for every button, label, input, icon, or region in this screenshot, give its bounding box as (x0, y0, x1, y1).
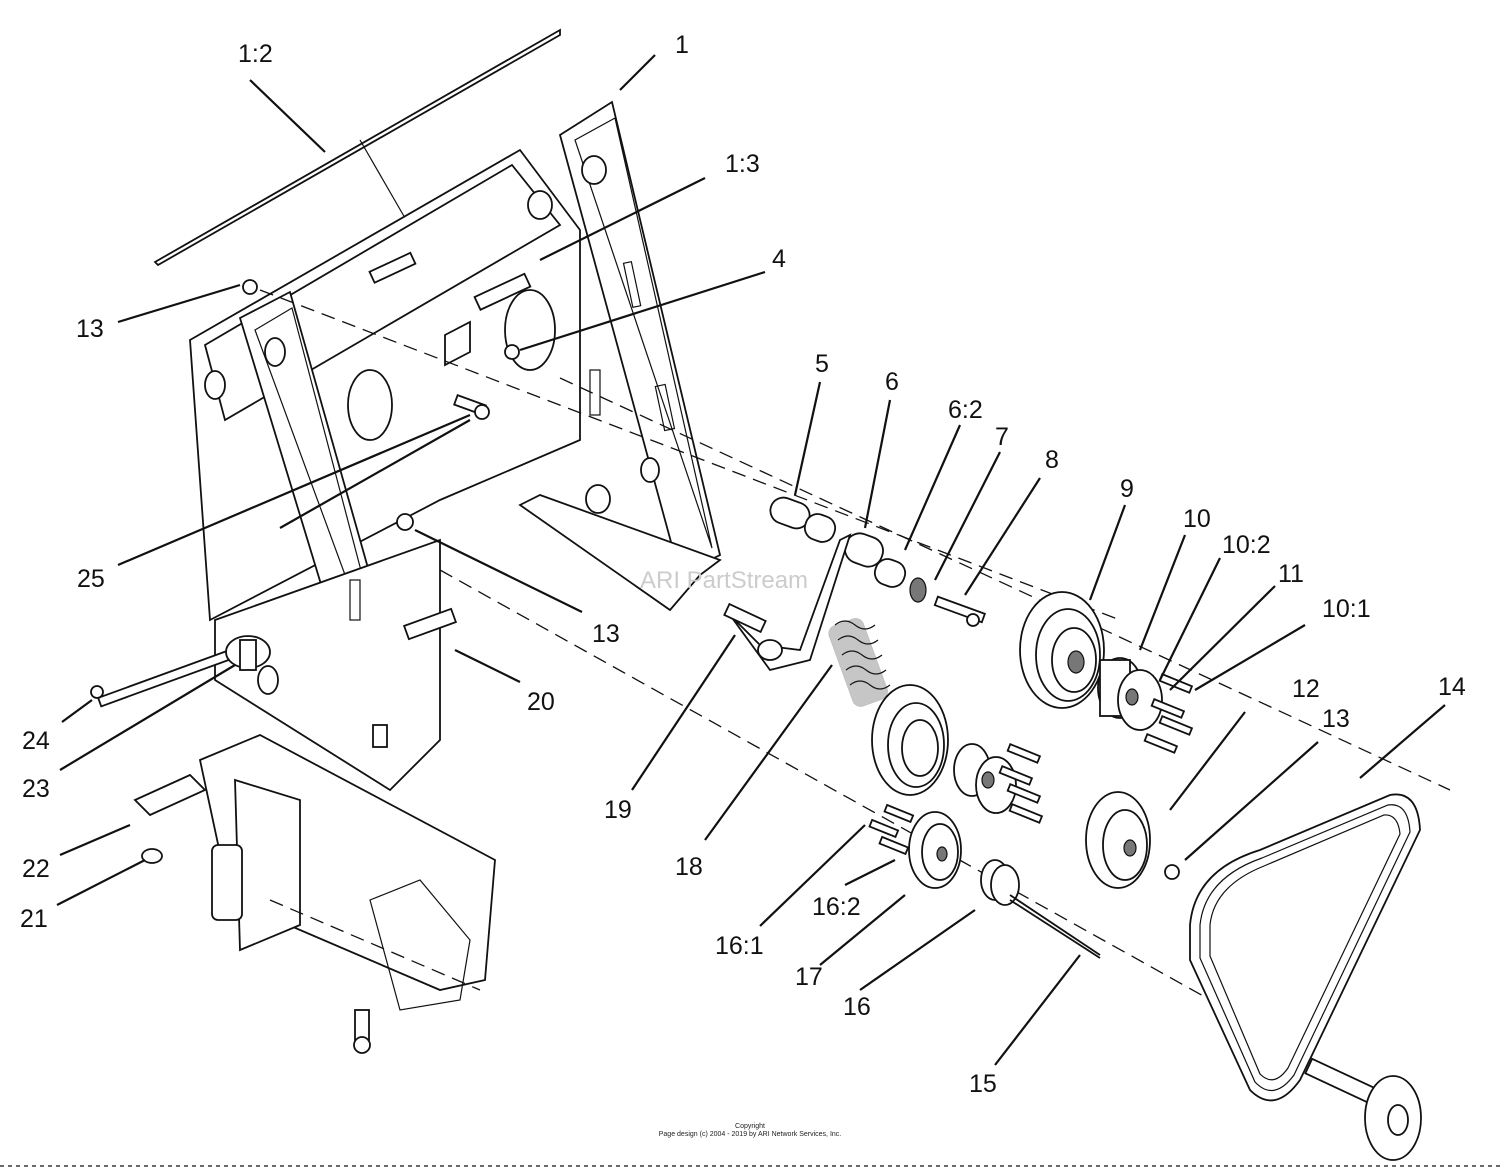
pulley-17 (908, 811, 1101, 959)
callout-13-mid: 13 (592, 620, 620, 648)
footer-copyright: Copyright (735, 1123, 765, 1130)
pulley-9 (1019, 591, 1163, 731)
callout-11: 11 (1278, 560, 1304, 588)
callout-8: 8 (1045, 446, 1059, 474)
screws (868, 673, 1194, 856)
callout-labels: 1:2 1 1:3 4 13 5 6 6:2 7 8 9 10 10:2 11 … (20, 31, 1466, 1098)
callout-19: 19 (604, 796, 632, 824)
callout-16: 16 (843, 993, 871, 1021)
watermark-text: ARI PartStream (640, 567, 808, 594)
callout-10-2: 10:2 (1222, 531, 1271, 559)
pulley-12 (1085, 791, 1180, 889)
callout-20: 20 (527, 688, 555, 716)
callout-16-2: 16:2 (812, 893, 861, 921)
callout-17: 17 (795, 963, 823, 991)
callout-1-3: 1:3 (725, 150, 760, 178)
callout-5: 5 (815, 350, 829, 378)
callout-10-1: 10:1 (1322, 595, 1371, 623)
callout-4: 4 (772, 245, 786, 273)
callout-14: 14 (1438, 673, 1466, 701)
pulley-lower (871, 684, 1017, 814)
callout-18: 18 (675, 853, 703, 881)
callout-25: 25 (77, 565, 105, 593)
output-shaft (1304, 1057, 1422, 1161)
callout-16-1: 16:1 (715, 932, 764, 960)
callout-9: 9 (1120, 475, 1134, 503)
idler-arm (723, 533, 891, 707)
hardware (90, 279, 520, 1054)
callout-6-2: 6:2 (948, 396, 983, 424)
callout-12: 12 (1292, 675, 1320, 703)
drive-belt-14 (1189, 793, 1421, 1102)
callout-1-2: 1:2 (238, 40, 273, 68)
spacer-stack (769, 496, 987, 627)
frame-assembly (153, 28, 722, 1011)
callout-24: 24 (22, 727, 50, 755)
callout-22: 22 (22, 855, 50, 883)
callout-23: 23 (22, 775, 50, 803)
callout-6: 6 (885, 368, 899, 396)
callout-21: 21 (20, 905, 48, 933)
callout-10: 10 (1183, 505, 1211, 533)
callout-1: 1 (675, 31, 689, 59)
callout-13-top: 13 (76, 315, 104, 343)
callout-15: 15 (969, 1070, 997, 1098)
leader-lines (56, 54, 1446, 1066)
callout-7: 7 (995, 423, 1009, 451)
assembly-axis-lines (259, 289, 1451, 1051)
callout-13-right: 13 (1322, 705, 1350, 733)
footer-design-credit: Page design (c) 2004 - 2019 by ARI Netwo… (659, 1131, 842, 1138)
